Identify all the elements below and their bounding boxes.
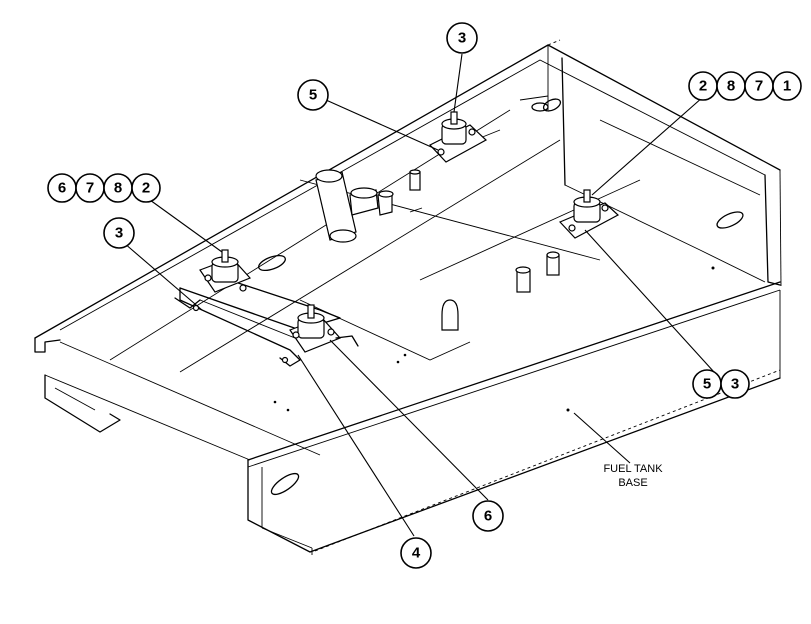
callout-right-53: 5 3 (692, 369, 750, 399)
callout-right-group: 2 8 7 1 (688, 71, 802, 101)
fuel-tank-label-line2: BASE (618, 477, 647, 489)
callout-bottom-4: 4 (400, 537, 432, 569)
callout-text: 2 (142, 180, 150, 197)
callout-top-3: 3 (446, 22, 478, 54)
isolator-mount-top (429, 111, 488, 163)
callout-top-5: 5 (297, 79, 329, 111)
leader-lines (123, 53, 715, 537)
callout-text: 5 (703, 376, 711, 393)
callout-text: 3 (115, 225, 123, 242)
callout-text: 6 (58, 180, 66, 197)
callout-text: 8 (114, 180, 122, 197)
callout-text: 6 (484, 508, 492, 525)
interior-plate (109, 95, 641, 373)
callout-text: 8 (727, 78, 735, 95)
callout-bottom-6: 6 (472, 500, 504, 532)
callout-text: 7 (755, 78, 763, 95)
base-frame (34, 39, 782, 555)
callout-text: 3 (731, 376, 739, 393)
callout-left-3: 3 (103, 217, 135, 249)
callout-text: 4 (412, 545, 421, 562)
fuel-tank-label-line1: FUEL TANK (603, 463, 663, 475)
callout-left-group: 6 7 8 2 (47, 173, 161, 203)
fittings (315, 169, 560, 331)
callout-text: 5 (309, 87, 317, 104)
callout-text: 2 (699, 78, 707, 95)
callout-text: 7 (86, 180, 94, 197)
mounting-channel-left (174, 249, 359, 367)
isolator-mount-right (558, 189, 620, 239)
callout-text: 1 (783, 78, 791, 95)
callout-text: 3 (458, 30, 466, 47)
fuel-tank-base-label: FUEL TANK BASE (603, 463, 663, 489)
